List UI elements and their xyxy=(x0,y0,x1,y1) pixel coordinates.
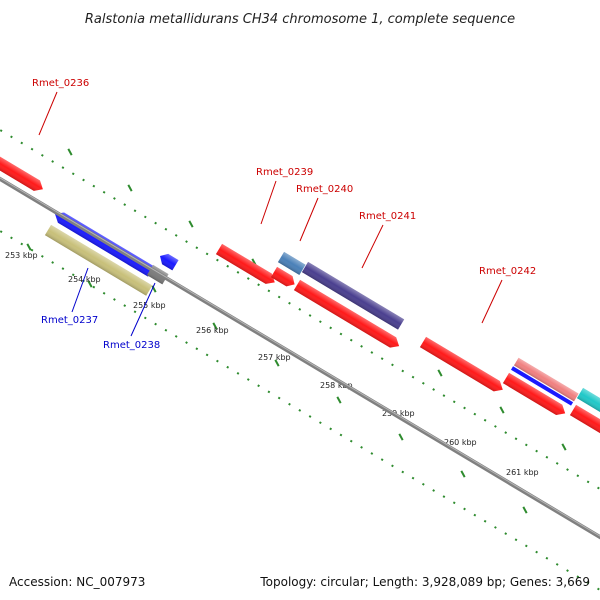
tick-label: 261 kbp xyxy=(506,468,539,477)
inner-ruler-tick xyxy=(522,506,528,514)
topology-summary: Topology: circular; Length: 3,928,089 bp… xyxy=(259,575,590,589)
gene-label-rmet-0236[interactable]: Rmet_0236 xyxy=(32,78,89,89)
leader-rmet-0241 xyxy=(361,224,384,269)
tick-label: 255 kbp xyxy=(133,301,166,310)
chromosome-backbone-highlight xyxy=(0,177,600,537)
leader-rmet-0238 xyxy=(130,282,156,337)
genes xyxy=(0,154,600,436)
gene-thin-blue[interactable] xyxy=(510,366,574,406)
leader-rmet-0237 xyxy=(71,267,89,313)
map-title: Ralstonia metallidurans CH34 chromosome … xyxy=(85,12,515,27)
gene-rmet-0236[interactable] xyxy=(0,154,46,195)
gene-red-edge[interactable] xyxy=(569,404,600,436)
leader-rmet-0240 xyxy=(299,197,319,242)
accession-text: Accession: NC_007973 xyxy=(9,575,145,589)
inner-ruler-tick xyxy=(212,322,218,330)
inner-ruler xyxy=(0,229,600,592)
tick-label: 260 kbp xyxy=(444,438,477,447)
gene-label-rmet-0237[interactable]: Rmet_0237 xyxy=(41,315,98,326)
gene-rmet-0239[interactable] xyxy=(215,243,278,288)
inner-ruler-tick xyxy=(274,359,280,367)
outer-ruler-tick xyxy=(499,406,505,414)
chromosome-backbone xyxy=(0,176,600,540)
tick-label: 258 kbp xyxy=(320,381,353,390)
tick-label: 259 kbp xyxy=(382,409,415,418)
tick-label: 257 kbp xyxy=(258,353,291,362)
inner-ruler-tick xyxy=(336,396,342,404)
gene-rmet-0240[interactable] xyxy=(277,251,306,275)
inner-ruler-tick xyxy=(460,470,466,478)
gene-rmet-0242[interactable] xyxy=(419,336,506,395)
outer-ruler-tick xyxy=(437,369,443,377)
leader-rmet-0242 xyxy=(481,279,503,324)
outer-ruler-tick xyxy=(127,184,133,192)
outer-ruler-tick xyxy=(188,220,194,228)
gene-khaki[interactable] xyxy=(44,224,153,296)
gene-label-rmet-0239[interactable]: Rmet_0239 xyxy=(256,167,313,178)
gene-cyan[interactable] xyxy=(576,387,600,419)
tick-label: 253 kbp xyxy=(5,251,38,260)
inner-ruler-tick xyxy=(26,243,32,251)
leader-rmet-0239 xyxy=(260,180,277,225)
leader-rmet-0236 xyxy=(38,91,58,136)
outer-ruler xyxy=(0,128,600,491)
gene-label-rmet-0238[interactable]: Rmet_0238 xyxy=(103,340,160,351)
outer-ruler-tick xyxy=(67,148,73,156)
gene-label-rmet-0241[interactable]: Rmet_0241 xyxy=(359,211,416,222)
outer-ruler-dots xyxy=(0,128,600,491)
tick-label: 256 kbp xyxy=(196,326,229,335)
gene-salmon[interactable] xyxy=(513,357,579,402)
inner-ruler-dots xyxy=(0,229,600,592)
gene-label-rmet-0242[interactable]: Rmet_0242 xyxy=(479,266,536,277)
leader-lines xyxy=(38,91,503,337)
gene-red-right[interactable] xyxy=(502,372,568,419)
gene-small-blue[interactable] xyxy=(157,251,179,271)
gene-red-long[interactable] xyxy=(293,279,402,351)
outer-ruler-tick xyxy=(561,443,567,451)
gene-label-rmet-0240[interactable]: Rmet_0240 xyxy=(296,184,353,195)
gene-small-red[interactable] xyxy=(270,266,298,290)
inner-ruler-tick xyxy=(87,280,93,288)
gene-rmet-0241[interactable] xyxy=(301,261,405,330)
inner-ruler-tick xyxy=(398,433,404,441)
